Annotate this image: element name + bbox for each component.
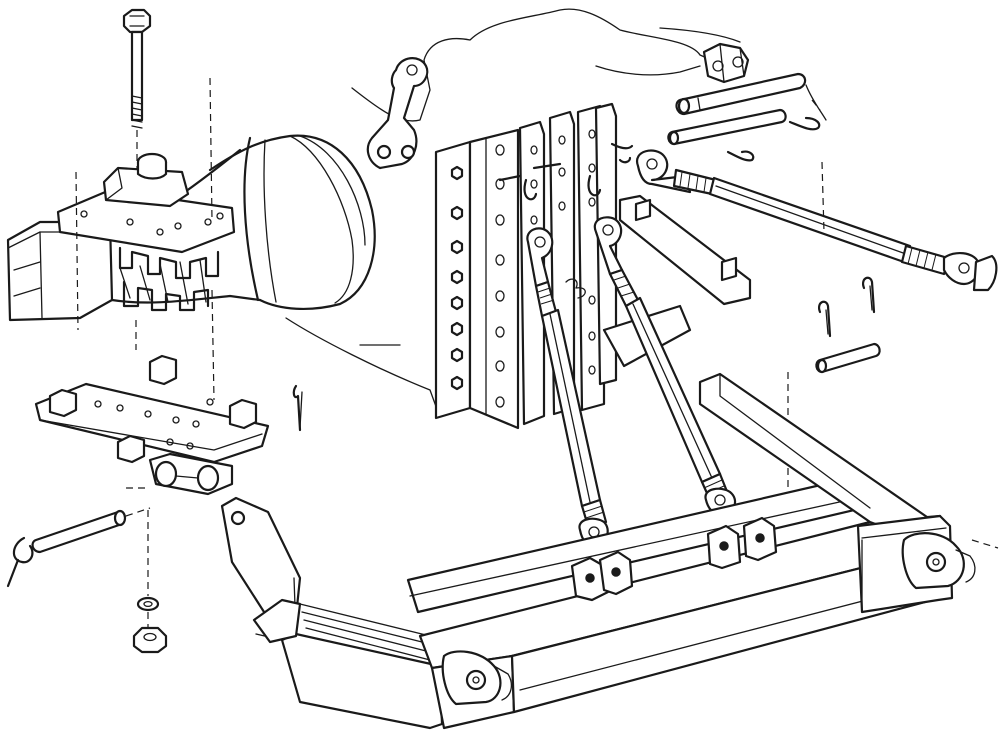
alignment-line-left-c <box>211 289 215 401</box>
alignment-line-pin <box>811 99 821 111</box>
drawbar-mount-plate <box>34 354 270 496</box>
tractor-housing <box>6 8 827 413</box>
hitch-pin-with-clip <box>6 507 151 588</box>
washer <box>136 596 160 612</box>
alignment-line-left-a <box>75 171 79 331</box>
vertical-plates <box>434 102 618 430</box>
cotter-pin-top-right <box>610 116 821 164</box>
plate-marking <box>565 278 586 299</box>
long-pin-lower <box>667 108 787 146</box>
nut <box>132 626 168 654</box>
alignment-line-left-b <box>209 77 213 221</box>
cotter-pin-small-left <box>292 384 303 432</box>
alignment-line-right-edge <box>971 539 999 549</box>
lower-lift-link-left <box>526 227 609 548</box>
short-pin <box>815 342 881 374</box>
housing-mount-block <box>56 152 236 312</box>
clevis-top-right <box>702 42 750 84</box>
lift-arm <box>366 57 429 170</box>
long-pin-upper <box>675 72 807 116</box>
lower-lift-link-right <box>593 216 737 516</box>
top-link <box>635 149 998 292</box>
cotter-pin-pair <box>818 276 876 338</box>
hitch-frame <box>220 372 976 730</box>
top-bolt <box>122 8 152 170</box>
